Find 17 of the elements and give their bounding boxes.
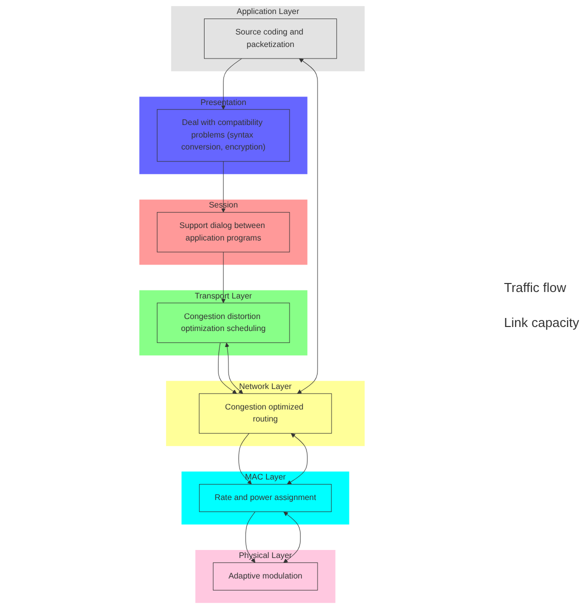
annotation-text: Link capacity	[504, 314, 580, 330]
arrow	[224, 342, 244, 394]
node-box: Adaptive modulation	[212, 562, 318, 590]
annotation-text: Traffic flow	[504, 280, 568, 294]
node-box: Congestion optimized routing	[198, 393, 332, 434]
node-box: Rate and power assignment	[199, 484, 332, 512]
arrow	[221, 252, 226, 304]
arrow	[221, 58, 242, 110]
arrow	[221, 161, 226, 213]
node-box: Source coding and packetization	[204, 18, 337, 59]
arrow	[218, 342, 237, 394]
node-box: Congestion distortion optimization scheduling	[156, 302, 290, 343]
node-box: Deal with compatibility problems (syntax conversion, encryption)	[156, 109, 290, 162]
arrow	[286, 433, 308, 484]
arrow	[297, 58, 318, 394]
node-box: Support dialog between application programs	[156, 212, 290, 252]
arrow	[283, 512, 301, 563]
